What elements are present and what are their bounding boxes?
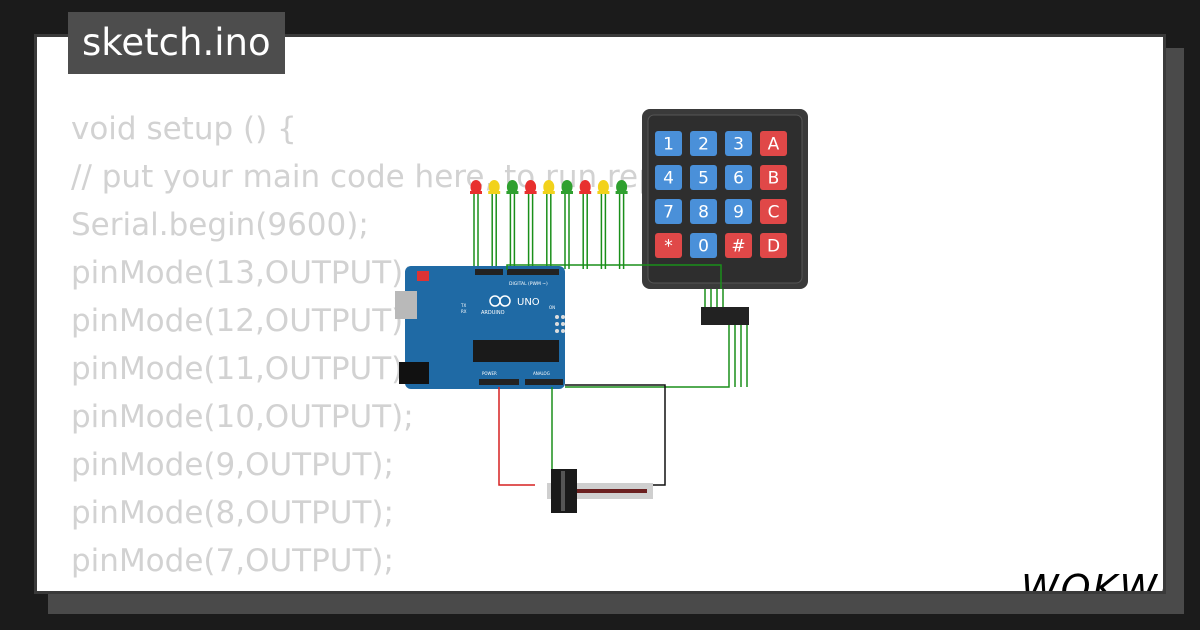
reset-button-icon [417,271,429,281]
code-line: Serial.begin(9600); [71,207,369,243]
keypad-key-C[interactable]: C [760,199,787,224]
code-preview: void setup () { // put your main code her… [71,105,658,591]
on-led-label: ON [549,305,555,310]
led-green-6[interactable] [561,180,573,194]
keypad-key-4[interactable]: 4 [655,165,682,190]
black-ground-wire [565,384,666,486]
keypad-key-6[interactable]: 6 [725,165,752,190]
keypad-key-7[interactable]: 7 [655,199,682,224]
keypad-key-label: 8 [698,203,709,223]
digital-pins-label: DIGITAL (PWM ~) [509,281,548,287]
usb-port-icon [395,291,417,319]
preview-card: void setup () { // put your main code her… [34,34,1166,594]
keypad-key-0[interactable]: 0 [690,233,717,258]
digital-header [507,269,559,275]
code-line: pinMode(8,OUTPUT); [71,495,394,531]
keypad-key-*[interactable]: * [655,233,682,258]
analog-pins-label: ANALOG [533,371,550,376]
arduino-uno-board[interactable]: UNO ARDUINO DIGITAL (PWM ~) POWER ANALOG… [395,266,565,389]
filename-label: sketch.ino [82,21,271,64]
rx-label: RX [461,309,467,314]
keypad-key-2[interactable]: 2 [690,131,717,156]
red-power-wire [498,387,535,486]
keypad-key-label: 0 [698,237,709,257]
keypad-key-label: A [768,135,780,155]
power-jack-icon [399,362,429,384]
code-line: pinMode(12,OUTPUT); [71,303,414,339]
keypad-key-D[interactable]: D [760,233,787,258]
led-green-3[interactable] [506,180,519,194]
keypad-wires [506,264,748,388]
code-line: pinMode(7,OUTPUT); [71,543,394,579]
led-green-9[interactable] [615,180,628,194]
code-line: // put your main code here, to run rep [71,159,658,195]
board-brand-label: ARDUINO [481,310,505,316]
code-line: void setup () { [71,111,297,147]
keypad-key-1[interactable]: 1 [655,131,682,156]
keypad-key-#[interactable]: # [725,233,752,258]
keypad-key-B[interactable]: B [760,165,787,190]
slide-potentiometer[interactable] [547,469,653,513]
keypad-key-label: B [768,169,780,189]
keypad-connector [701,307,749,325]
led-yellow-8[interactable] [597,180,610,194]
keypad-key-label: C [768,203,780,223]
led-yellow-5[interactable] [542,180,555,194]
keypad-key-3[interactable]: 3 [725,131,752,156]
code-line: pinMode(10,OUTPUT); [71,399,414,435]
keypad-key-label: 4 [663,169,674,189]
code-line: pinMode(13,OUTPUT); [71,255,414,291]
filename-tab[interactable]: sketch.ino [68,12,285,74]
keypad-key-label: * [664,237,673,257]
keypad-key-label: 1 [663,135,674,155]
code-line: pinMode(9,OUTPUT); [71,447,394,483]
keypad-key-label: 2 [698,135,709,155]
svg-text:WOKWi: WOKWi [1021,567,1166,594]
keypad-key-label: 7 [663,203,674,223]
keypad-key-label: # [731,237,745,257]
board-model-label: UNO [517,297,540,308]
analog-header [525,379,563,385]
keypad-key-label: 5 [698,169,709,189]
keypad-key-label: 9 [733,203,744,223]
keypad-key-label: 6 [733,169,744,189]
keypad-key-9[interactable]: 9 [725,199,752,224]
aux-header [475,269,503,275]
led-red-7[interactable] [579,180,592,194]
code-line: pinMode(11,OUTPUT); [71,351,414,387]
membrane-keypad[interactable]: 1 2 3 A 4 5 6 B 7 8 9 C * 0 # D [642,109,808,325]
power-header [479,379,519,385]
wokwi-logo-icon: WOKWi [1021,567,1166,594]
power-pins-label: POWER [482,371,497,376]
keypad-key-5[interactable]: 5 [690,165,717,190]
atmega-chip-icon [473,340,559,362]
keypad-key-8[interactable]: 8 [690,199,717,224]
tx-label: TX [460,303,466,308]
keypad-key-label: 3 [733,135,744,155]
keypad-key-label: D [767,237,780,257]
circuit-diagram: UNO ARDUINO DIGITAL (PWM ~) POWER ANALOG… [395,109,808,513]
keypad-key-A[interactable]: A [760,131,787,156]
led-red-4[interactable] [524,180,537,194]
led-red-1[interactable] [470,180,482,194]
led-yellow-2[interactable] [488,180,501,194]
led-wires [473,194,625,269]
